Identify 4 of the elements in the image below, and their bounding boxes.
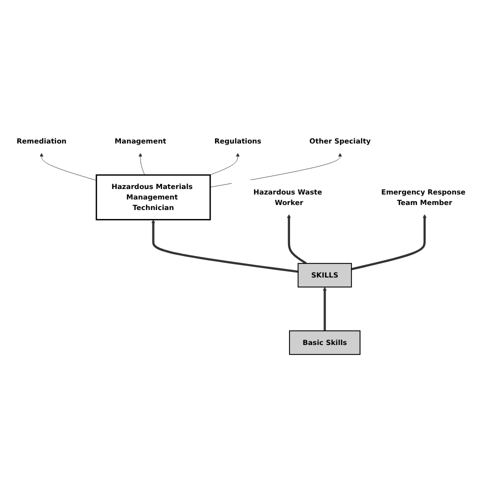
arrow	[351, 214, 427, 270]
arrow	[322, 286, 327, 331]
arrow	[287, 214, 307, 264]
arrow	[151, 220, 298, 273]
